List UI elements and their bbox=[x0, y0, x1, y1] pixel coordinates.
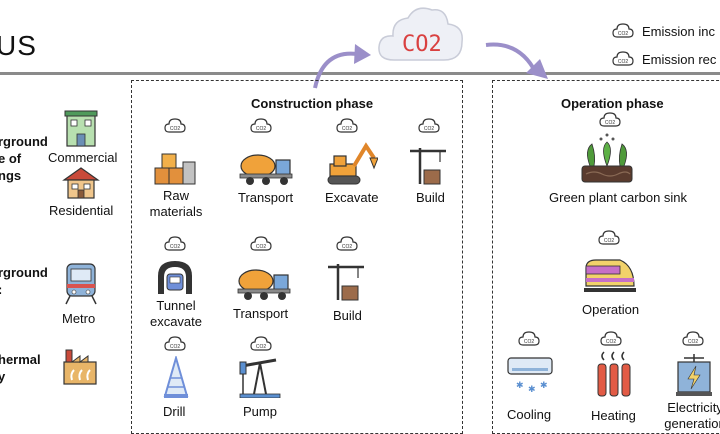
pump-label: Pump bbox=[243, 404, 277, 419]
svg-text:CO2: CO2 bbox=[606, 339, 617, 345]
emission-cloud-icon: CO2 bbox=[250, 118, 272, 134]
operation-label: Operation bbox=[582, 302, 640, 317]
emission-cloud-icon: CO2 bbox=[164, 236, 186, 252]
svg-text:CO2: CO2 bbox=[424, 126, 435, 132]
heater-radiator-icon bbox=[594, 350, 634, 400]
transport-truck-icon bbox=[236, 265, 292, 301]
svg-text:CO2: CO2 bbox=[688, 339, 699, 345]
svg-text:✱: ✱ bbox=[540, 380, 548, 390]
left-group1-line1: rground bbox=[0, 134, 48, 149]
left-group3-line2: y bbox=[0, 369, 6, 384]
svg-text:CO2: CO2 bbox=[170, 344, 181, 350]
drill-rig-icon bbox=[161, 356, 191, 398]
heating-label: Heating bbox=[591, 408, 636, 423]
emission-cloud-icon: CO2 bbox=[250, 236, 272, 252]
svg-text:CO2: CO2 bbox=[524, 339, 535, 345]
crane-build-icon bbox=[408, 146, 448, 186]
commercial-building-icon bbox=[64, 110, 98, 148]
emission-cloud-icon: CO2 bbox=[336, 118, 358, 134]
electricity-generation-label: Electricity generation bbox=[664, 400, 720, 431]
svg-text:CO2: CO2 bbox=[342, 126, 353, 132]
co2-label: CO2 bbox=[402, 32, 442, 57]
svg-text:CO2: CO2 bbox=[256, 244, 267, 250]
transport-label-2: Transport bbox=[233, 306, 289, 321]
svg-text:CO2: CO2 bbox=[604, 238, 615, 244]
emission-increase-icon: CO2 bbox=[612, 23, 634, 39]
svg-text:CO2: CO2 bbox=[342, 244, 353, 250]
build-label-2: Build bbox=[333, 308, 362, 323]
emission-cloud-icon: CO2 bbox=[682, 331, 704, 347]
cooling-label: Cooling bbox=[507, 407, 552, 422]
operation-phase-title: Operation phase bbox=[561, 96, 664, 111]
construction-phase-title: Construction phase bbox=[251, 96, 374, 111]
svg-text:CO2: CO2 bbox=[170, 126, 181, 132]
emission-reduction-icon: CO2 bbox=[612, 51, 634, 67]
emission-cloud-icon: CO2 bbox=[598, 230, 620, 246]
svg-text:CO2: CO2 bbox=[256, 344, 267, 350]
svg-text:✱: ✱ bbox=[516, 380, 524, 390]
emission-cloud-icon: CO2 bbox=[600, 331, 622, 347]
svg-text:CO2: CO2 bbox=[170, 244, 181, 250]
legend-emission-reduction: Emission rec bbox=[642, 52, 717, 67]
svg-text:CO2: CO2 bbox=[618, 59, 629, 65]
residential-house-icon bbox=[62, 166, 100, 200]
raw-materials-label: Raw materials bbox=[149, 188, 203, 219]
emission-cloud-icon: CO2 bbox=[336, 236, 358, 252]
header-rule bbox=[0, 72, 720, 75]
green-plant-sink-label: Green plant carbon sink bbox=[549, 190, 688, 205]
arrow-into-cloud bbox=[313, 44, 371, 89]
raw-materials-icon bbox=[153, 148, 197, 186]
electricity-generation-icon bbox=[674, 352, 714, 398]
emission-cloud-icon: CO2 bbox=[164, 118, 186, 134]
left-group1-line2: e of bbox=[0, 151, 22, 166]
build-label: Build bbox=[416, 190, 445, 205]
commercial-label: Commercial bbox=[48, 150, 118, 165]
green-plant-icon bbox=[580, 132, 634, 186]
left-group1-line3: ngs bbox=[0, 168, 22, 183]
svg-text:CO2: CO2 bbox=[618, 31, 629, 37]
emission-cloud-icon: CO2 bbox=[164, 336, 186, 352]
drill-label: Drill bbox=[163, 404, 186, 419]
excavate-label: Excavate bbox=[325, 190, 379, 205]
metro-label: Metro bbox=[62, 311, 96, 326]
left-group2-line1: rground bbox=[0, 265, 48, 280]
metro-train-icon bbox=[64, 262, 98, 306]
svg-text:CO2: CO2 bbox=[605, 120, 616, 126]
arrow-out-of-cloud bbox=[485, 42, 548, 79]
left-group2-line2: : bbox=[0, 282, 2, 298]
crane-build-icon bbox=[326, 262, 366, 302]
co2-cloud-icon bbox=[376, 2, 466, 66]
tunnel-excavate-label: Tunnel excavate bbox=[149, 298, 203, 329]
legend-emission-increase: Emission inc bbox=[642, 24, 715, 39]
emission-cloud-icon: CO2 bbox=[599, 112, 621, 128]
geothermal-factory-icon bbox=[60, 346, 100, 386]
train-operation-icon bbox=[582, 256, 636, 296]
air-conditioner-icon: ✱ ✱ ✱ bbox=[506, 356, 554, 396]
emission-cloud-icon: CO2 bbox=[250, 336, 272, 352]
svg-text:CO2: CO2 bbox=[256, 126, 267, 132]
transport-label: Transport bbox=[238, 190, 294, 205]
tunnel-excavate-icon bbox=[155, 258, 195, 296]
svg-text:✱: ✱ bbox=[528, 384, 536, 394]
emission-cloud-icon: CO2 bbox=[518, 331, 540, 347]
emission-cloud-icon: CO2 bbox=[418, 118, 440, 134]
left-group3-line1: hermal bbox=[0, 352, 41, 367]
excavator-icon bbox=[326, 140, 378, 186]
residential-label: Residential bbox=[49, 203, 114, 218]
page-title: US bbox=[0, 30, 37, 61]
oil-pump-icon bbox=[238, 356, 282, 398]
transport-truck-icon bbox=[238, 150, 294, 186]
